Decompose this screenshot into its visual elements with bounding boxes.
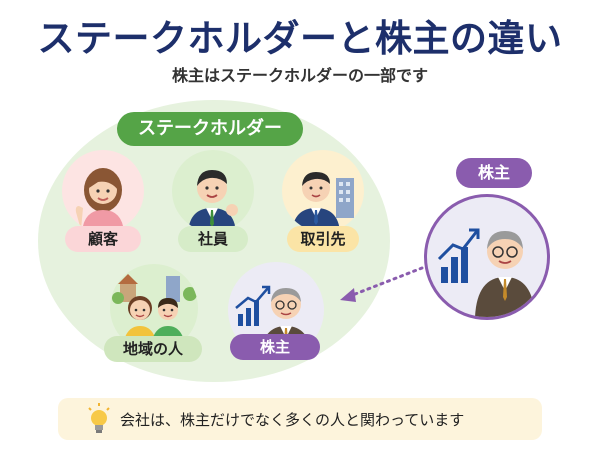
lightbulb-icon xyxy=(88,403,110,433)
customer-circle xyxy=(62,150,144,232)
page-subtitle: 株主はステークホルダーの一部です xyxy=(171,66,428,85)
partner-label: 取引先 xyxy=(287,226,359,252)
customer-woman-icon xyxy=(75,168,124,232)
shareholder-inner-label: 株主 xyxy=(230,334,320,360)
partner-man-icon xyxy=(292,172,354,232)
customer-label: 顧客 xyxy=(65,226,141,252)
tip-box xyxy=(58,398,542,440)
partner-circle xyxy=(282,150,364,232)
shareholder-circle xyxy=(424,194,550,320)
page-title: ステークホルダーと株主の違い xyxy=(37,17,563,60)
tip-text: 会社は、株主だけでなく多くの人と関わっています xyxy=(120,411,465,429)
employee-label: 社員 xyxy=(178,226,248,252)
shareholder-badge: 株主 xyxy=(456,158,532,188)
stakeholder-title-badge: ステークホルダー xyxy=(117,112,303,146)
community-label: 地域の人 xyxy=(104,336,202,362)
employee-circle xyxy=(172,150,254,232)
shareholder-man-icon xyxy=(437,228,535,317)
employee-man-icon xyxy=(188,170,238,232)
